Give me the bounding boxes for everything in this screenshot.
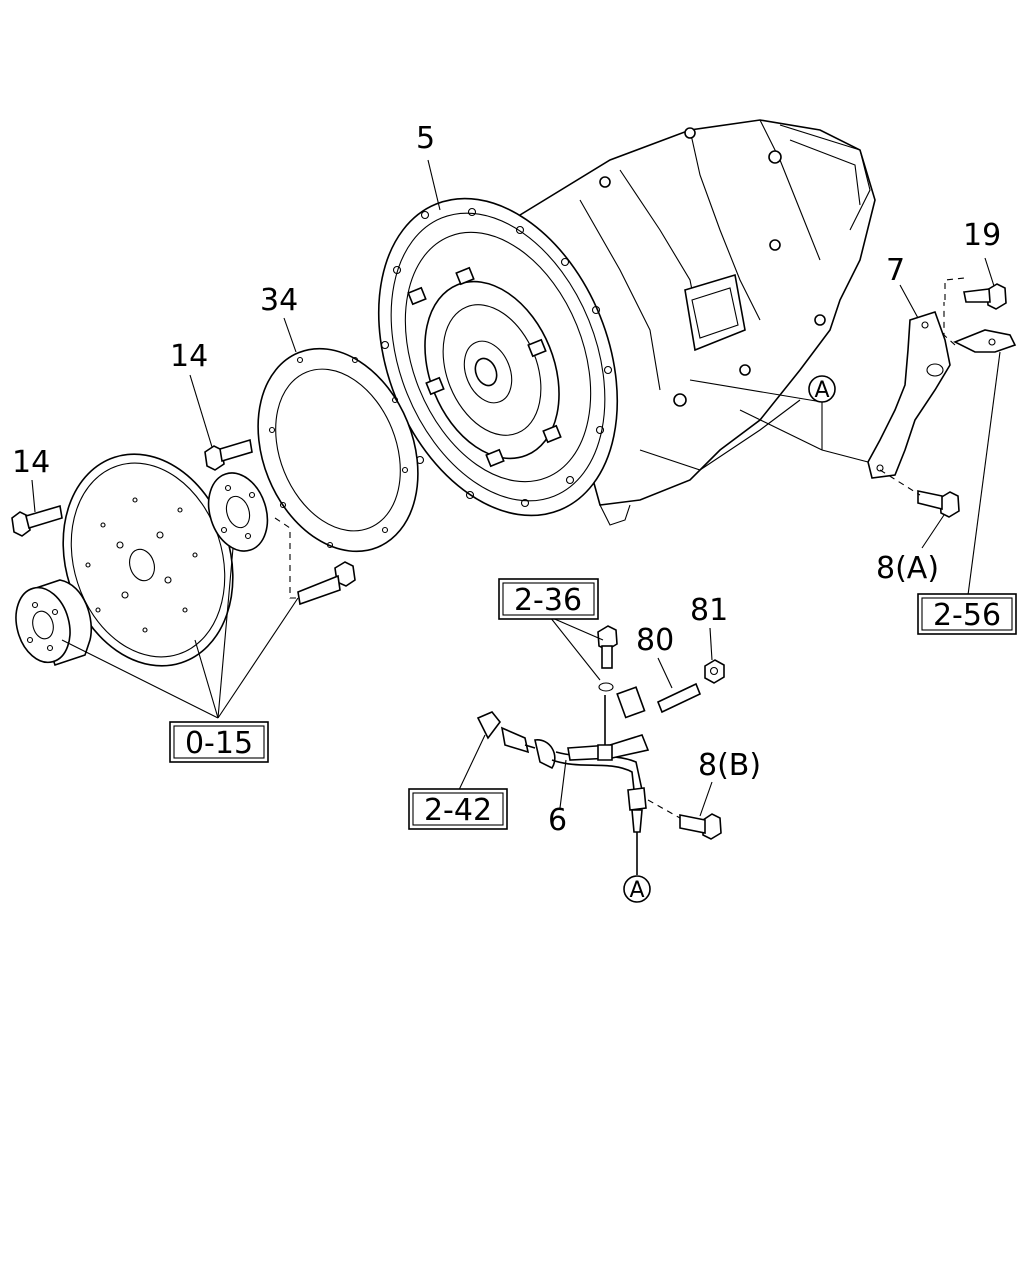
leader-lines [31, 159, 1001, 875]
ref-box-2-42-label: 2-42 [424, 793, 492, 828]
connector-a-bottom-label: A [629, 878, 644, 903]
ref-box-2-42[interactable]: 2-42 [408, 788, 508, 830]
callout-14-upper: 14 [170, 339, 208, 374]
callout-34: 34 [260, 283, 298, 318]
connector-a-top-label: A [814, 378, 829, 403]
bolt-19 [963, 283, 1007, 310]
connector-a-top: A [808, 375, 836, 403]
bolt-long [297, 561, 356, 606]
bolt-8b [679, 813, 722, 840]
ref-box-0-15-label: 0-15 [185, 726, 253, 761]
callout-19: 19 [963, 218, 1001, 253]
bolt-236 [597, 625, 618, 669]
adapter-plate [257, 347, 419, 553]
ref-box-2-56[interactable]: 2-56 [917, 593, 1017, 635]
clip [953, 329, 1017, 353]
ref-box-2-36[interactable]: 2-36 [498, 578, 599, 620]
callout-7: 7 [886, 253, 905, 288]
callout-6: 6 [548, 803, 567, 838]
callout-8a: 8(A) [876, 551, 939, 586]
stud-80 [656, 682, 702, 714]
bracket-7 [867, 311, 951, 479]
callout-80: 80 [636, 623, 674, 658]
connector-a-bottom: A [623, 875, 651, 903]
bolt-8a [917, 490, 960, 518]
harness-6 [476, 682, 650, 833]
spacer-washer [207, 472, 269, 552]
callout-14-lower: 14 [12, 445, 50, 480]
callout-5: 5 [416, 121, 435, 156]
hub [15, 579, 92, 667]
ref-box-2-56-label: 2-56 [933, 598, 1001, 633]
bolt-14-left [11, 504, 63, 537]
callout-81: 81 [690, 593, 728, 628]
nut-81 [704, 659, 725, 684]
bolt-14-right [204, 438, 253, 471]
ref-box-2-36-label: 2-36 [514, 583, 582, 618]
transmission-assembly [377, 119, 876, 526]
ref-box-0-15[interactable]: 0-15 [169, 721, 269, 763]
callout-8b: 8(B) [698, 748, 761, 783]
